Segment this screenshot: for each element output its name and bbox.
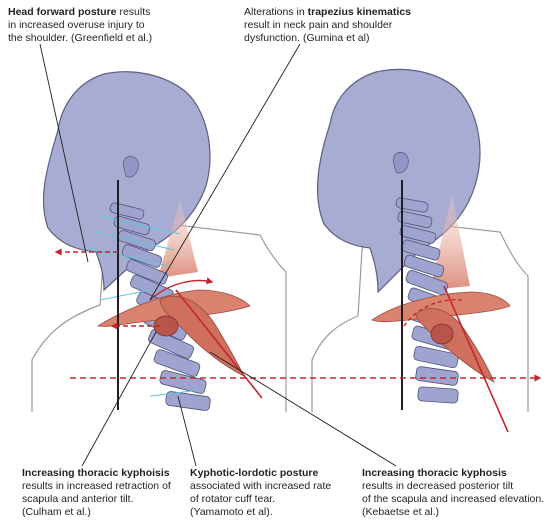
label-thoracic-kyphoisis: Increasing thoracic kyphoisis results in… xyxy=(22,467,192,519)
label-kyphosis-line2: results in decreased posterior tilt xyxy=(362,480,514,492)
right-figure xyxy=(311,68,529,433)
left-head xyxy=(42,71,211,292)
label-trapezius-kinematics: Alterations in trapezius kinematics resu… xyxy=(244,6,474,45)
leader-lines xyxy=(39,43,397,467)
left-cyan-lines xyxy=(89,215,201,397)
label-head-forward-line2: in increased overuse injury to xyxy=(8,19,145,31)
label-kyphoisis-line4: (Culham et al.) xyxy=(22,506,91,518)
leader-kyphoisis-left xyxy=(81,331,157,467)
label-kyphotic-lordotic: Kyphotic-lordotic posture associated wit… xyxy=(190,467,360,519)
label-head-forward-line3: the shoulder. (Greenfield et al.) xyxy=(8,32,153,44)
left-humeral-head xyxy=(153,315,179,337)
label-trapezius-line2: result in neck pain and shoulder xyxy=(244,19,393,31)
leader-kyphosis-right xyxy=(209,351,397,467)
label-kyphoisis-title: Increasing thoracic kyphoisis xyxy=(22,467,170,479)
label-kyphoisis-line2: results in increased retraction of xyxy=(22,480,171,492)
left-trapezius xyxy=(158,200,198,278)
label-trapezius-prefix: Alterations in xyxy=(244,6,308,18)
label-head-forward-title: Head forward posture xyxy=(8,6,117,18)
right-tilt-line xyxy=(443,285,509,433)
left-ear xyxy=(122,155,139,178)
leader-head-forward xyxy=(39,43,89,263)
label-kyphotic-lordotic-line2: associated with increased rate xyxy=(190,480,332,492)
right-ear xyxy=(392,151,409,174)
label-kyphosis-line3: of the scapula and increased elevation. xyxy=(362,493,545,505)
leader-trapezius xyxy=(149,43,301,301)
right-clavicle-muscle xyxy=(371,291,511,323)
label-trapezius-title: trapezius kinematics xyxy=(307,6,411,18)
label-kyphotic-lordotic-title: Kyphotic-lordotic posture xyxy=(190,467,319,479)
label-kyphotic-lordotic-line3: of rotator cuff tear. xyxy=(190,493,276,505)
label-kyphosis-line4: (Kebaetse et al.) xyxy=(362,506,440,518)
left-figure xyxy=(31,71,287,412)
left-elevation-arrow xyxy=(149,277,214,301)
right-humeral-head xyxy=(430,323,454,345)
label-kyphotic-lordotic-line4: (Yamamoto et al). xyxy=(190,506,273,518)
right-head xyxy=(316,68,481,294)
label-trapezius-line3: dysfunction. (Gumina et al) xyxy=(244,32,370,44)
label-thoracic-kyphosis: Increasing thoracic kyphosis results in … xyxy=(362,467,548,519)
label-kyphoisis-line3: scapula and anterior tilt. xyxy=(22,493,134,505)
label-kyphosis-title: Increasing thoracic kyphosis xyxy=(362,467,507,479)
label-head-forward-posture: Head forward posture results in increase… xyxy=(8,6,208,45)
label-head-forward-line1: results xyxy=(116,6,151,18)
left-tilt-line xyxy=(175,289,263,399)
leader-kyphotic-lordotic xyxy=(177,395,197,467)
